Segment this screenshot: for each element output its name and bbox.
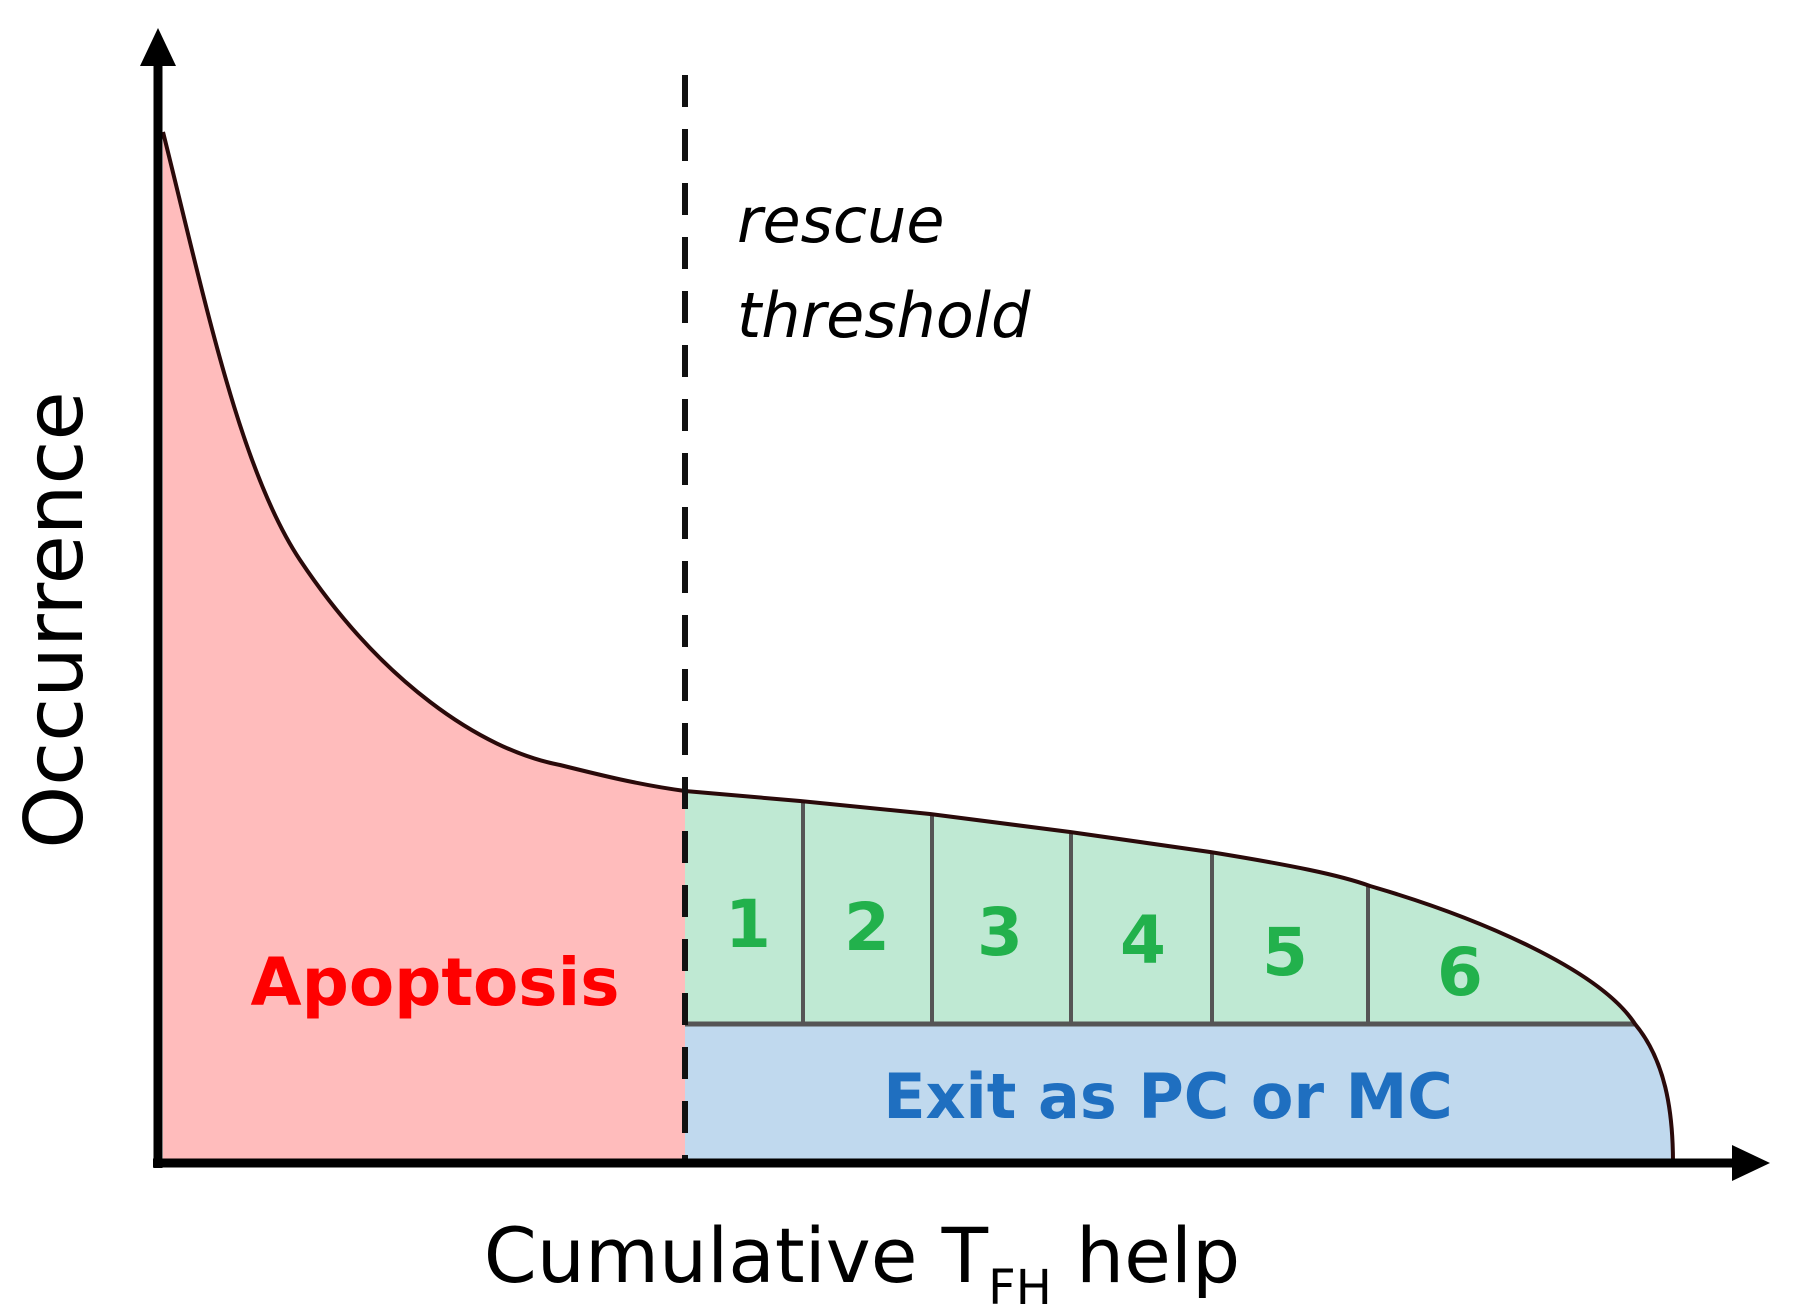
division-region — [685, 791, 1635, 1024]
x-axis-label-main: Cumulative T — [484, 1211, 989, 1300]
bin-label: 3 — [977, 894, 1023, 971]
bin-label: 1 — [725, 886, 771, 963]
threshold-label-line1: rescue — [737, 184, 944, 257]
y-axis-label: Occurrence — [8, 391, 101, 848]
x-axis-label-end: help — [1052, 1211, 1240, 1300]
bin-label: 6 — [1437, 934, 1483, 1011]
apoptosis-label: Apoptosis — [251, 944, 620, 1021]
bin-label: 5 — [1262, 914, 1308, 991]
apoptosis-region — [163, 132, 685, 1163]
x-axis-arrowhead — [1732, 1145, 1770, 1181]
bin-label: 4 — [1120, 902, 1166, 979]
exit-region — [685, 1024, 1673, 1163]
bin-label: 2 — [844, 889, 890, 966]
distribution-curve — [161, 131, 1675, 1164]
x-axis-label-subscript: FH — [988, 1260, 1052, 1314]
threshold-label-line2: threshold — [737, 279, 1031, 352]
y-axis-arrowhead — [140, 28, 176, 66]
x-axis-label: Cumulative TFH help — [484, 1211, 1241, 1314]
exit-label: Exit as PC or MC — [883, 1060, 1453, 1133]
